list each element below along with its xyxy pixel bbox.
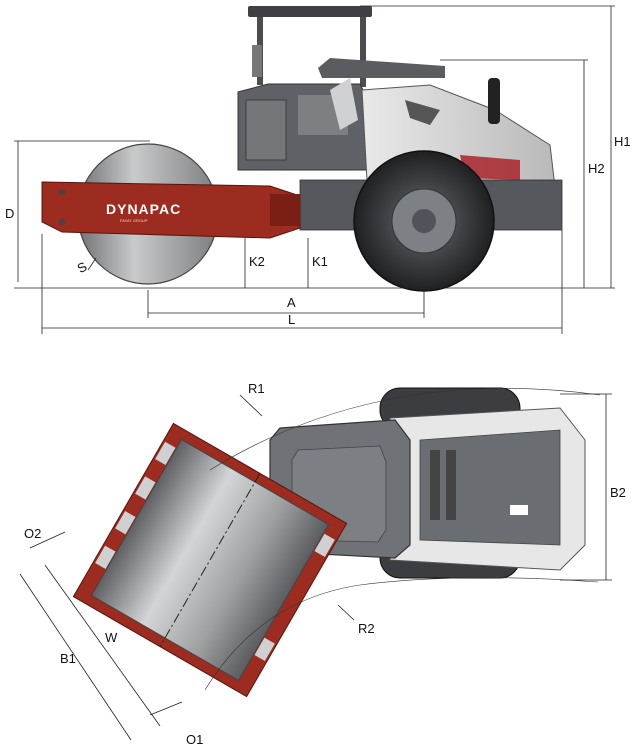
- front-frame: DYNAPAC FAYAT GROUP: [41, 181, 301, 239]
- dim-label-b2: B2: [610, 485, 626, 500]
- side-view: DYNAPAC FAYAT GROUP H1 H2 D S K2: [5, 5, 631, 334]
- dim-label-l: L: [288, 312, 295, 327]
- side-dimensions: H1 H2 D S K2 K1 A: [5, 5, 631, 334]
- dim-label-w: W: [105, 630, 118, 645]
- front-frame-top: [72, 422, 348, 698]
- brand-logo: DYNAPAC: [106, 201, 181, 217]
- dim-label-a: A: [287, 295, 296, 310]
- rops-canopy: [248, 6, 445, 87]
- dim-label-o1: O1: [186, 732, 203, 747]
- brand-subtitle: FAYAT GROUP: [120, 218, 148, 223]
- dim-label-r2: R2: [358, 621, 375, 636]
- rear-tyre: [353, 150, 495, 292]
- dim-label-k1: K1: [312, 254, 328, 269]
- dim-label-k2: K2: [249, 254, 265, 269]
- operator-cab: [237, 45, 369, 171]
- top-view: R1 R2 B2 B1 W O2 O1: [19, 381, 626, 747]
- dim-label-h1: H1: [614, 134, 631, 149]
- dim-label-o2: O2: [24, 526, 41, 541]
- top-dimensions: R1 R2 B2 B1 W O2 O1: [19, 381, 626, 747]
- dim-label-d: D: [5, 206, 14, 221]
- dim-label-h2: H2: [588, 161, 605, 176]
- dim-label-b1: B1: [60, 651, 76, 666]
- dim-label-r1: R1: [248, 381, 265, 396]
- dim-label-s: S: [75, 259, 90, 276]
